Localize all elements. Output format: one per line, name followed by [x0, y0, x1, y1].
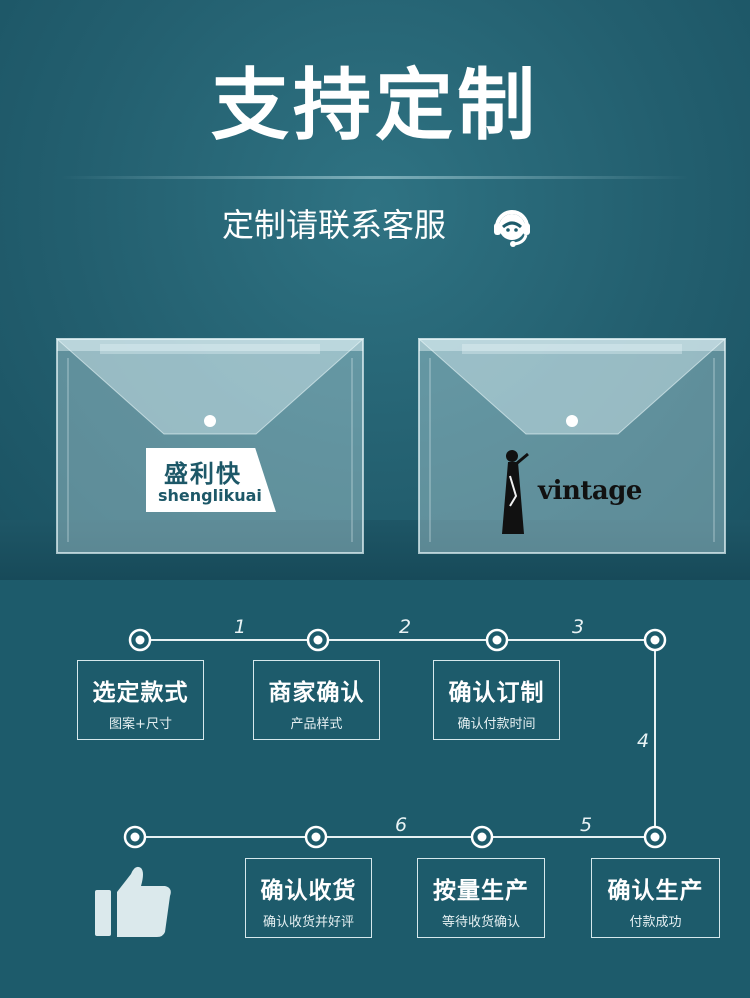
step-card-confirm-production: 确认生产 付款成功	[591, 858, 720, 938]
logo-english-text: shenglikuai	[158, 486, 262, 505]
contact-subtitle: 定制请联系客服	[222, 206, 447, 244]
step-number-1: 1	[234, 616, 247, 638]
sample-envelope-right: vintage	[418, 338, 726, 554]
step-desc: 确认付款时间	[457, 717, 536, 732]
step-card-confirm-receipt: 确认收货 确认收货并好评	[245, 858, 372, 938]
step-number-5: 5	[580, 814, 593, 836]
customer-service-icon[interactable]	[490, 205, 534, 249]
brand-logo-vintage: vintage	[538, 476, 642, 506]
woman-silhouette-icon	[494, 446, 534, 536]
step-card-merchant-confirm: 商家确认 产品样式	[253, 660, 380, 740]
sample-envelope-left: 盛利快 shenglikuai	[56, 338, 364, 554]
step-title: 按量生产	[433, 878, 529, 904]
logo-chinese-text: 盛利快	[164, 460, 242, 488]
step-desc: 图案+尺寸	[109, 717, 172, 732]
step-title: 商家确认	[268, 680, 365, 706]
step-number-2: 2	[399, 616, 412, 638]
step-card-confirm-order: 确认订制 确认付款时间	[433, 660, 560, 740]
thumbs-up-icon	[95, 860, 175, 940]
step-title: 选定款式	[92, 680, 189, 706]
step-number-6: 6	[395, 814, 408, 836]
hero-section: 支持定制 定制请联系客服 盛利快 shenglikuai	[0, 0, 750, 580]
step-desc: 产品样式	[290, 717, 343, 732]
step-desc: 确认收货并好评	[262, 915, 354, 930]
step-card-select-style: 选定款式 图案+尺寸	[77, 660, 204, 740]
step-title: 确认生产	[607, 878, 704, 904]
title-divider	[60, 176, 690, 179]
display-shelf	[0, 520, 750, 580]
step-desc: 付款成功	[629, 915, 682, 930]
process-section: 1 2 3 4 5 6 选定款式 图案+尺寸 商家确认 产品样式 确认订制 确认…	[0, 580, 750, 998]
step-title: 确认订制	[448, 680, 545, 706]
brand-logo-shenglikuai: 盛利快 shenglikuai	[146, 448, 276, 512]
step-number-4: 4	[637, 730, 650, 752]
page-title: 支持定制	[210, 61, 539, 151]
step-desc: 等待收货确认	[441, 915, 520, 930]
process-flow-lines	[123, 628, 667, 849]
step-title: 确认收货	[260, 878, 357, 904]
step-number-3: 3	[572, 616, 585, 638]
step-card-mass-production: 按量生产 等待收货确认	[417, 858, 545, 938]
